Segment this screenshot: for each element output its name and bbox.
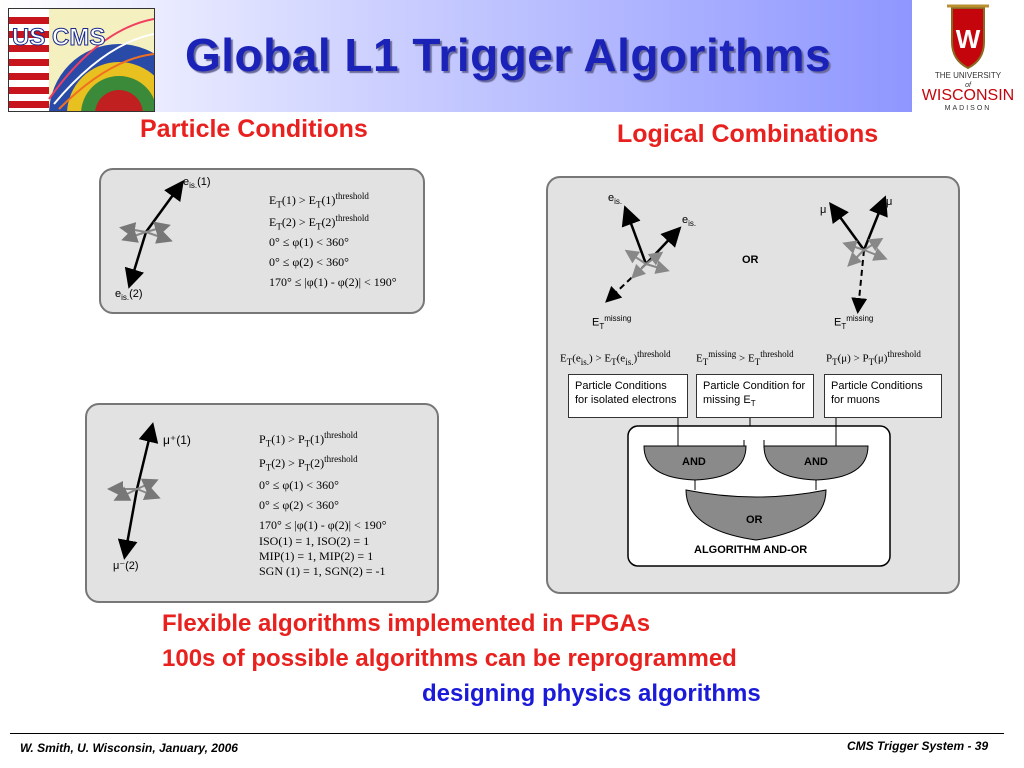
mu-eq3: 0° ≤ φ(1) < 360° — [259, 478, 339, 492]
electron-conditions-panel: eis.(1) eis.(2) ET(1) > ET(1)threshold E… — [99, 168, 425, 314]
topology-or-label: OR — [742, 254, 759, 266]
uw-logo-line2: of — [965, 82, 972, 89]
e-eq4: 0° ≤ φ(2) < 360° — [269, 255, 349, 269]
box-mu-line2: for muons — [831, 394, 880, 406]
box-electron-conditions: Particle Conditions for isolated electro… — [568, 374, 688, 418]
cond-mu-eq: PT(μ) > PT(μ)threshold — [826, 349, 921, 367]
box-e-line2: for isolated electrons — [575, 394, 677, 406]
mu-label-2: μ — [886, 196, 893, 208]
mu-label-1: μ — [820, 204, 827, 216]
mu-eq1: PT(1) > PT(1)threshold — [259, 430, 358, 449]
etmiss-label-left: ETmissing — [592, 314, 632, 331]
and-gate-1-label: AND — [682, 456, 706, 468]
cond-met-eq: ETmissing > ETthreshold — [696, 349, 794, 367]
box-muon-conditions: Particle Conditions for muons — [824, 374, 942, 418]
svg-text:W: W — [956, 24, 981, 54]
footer-author: W. Smith, U. Wisconsin, January, 2006 — [20, 741, 238, 755]
mu-eq6: ISO(1) = 1, ISO(2) = 1 — [259, 534, 370, 548]
e-is-label-2: eis. — [682, 214, 697, 229]
box-met-line1: Particle Condition for — [703, 380, 806, 392]
e-eq2: ET(2) > ET(2)threshold — [269, 213, 369, 232]
cond-e-eq: ET(eis.) > ET(eis.)threshold — [560, 349, 671, 367]
e-eq1: ET(1) > ET(1)threshold — [269, 191, 369, 210]
e-eq3: 0° ≤ φ(1) < 360° — [269, 235, 349, 249]
mu-eq2: PT(2) > PT(2)threshold — [259, 454, 358, 473]
logic-diagram — [605, 195, 891, 567]
uw-logo-line1: THE UNIVERSITY — [935, 71, 1002, 80]
muon-conditions-panel: μ⁺(1) μ⁻(2) PT(1) > PT(1)threshold PT(2)… — [85, 403, 439, 603]
electron-vector-diagram — [119, 179, 184, 289]
box-met-line2: missing ET — [703, 394, 756, 409]
cms-logo-text: US CMS — [12, 24, 105, 51]
box-mu-line1: Particle Conditions — [831, 380, 923, 392]
bullet-line-3: designing physics algorithms — [422, 680, 761, 707]
page-title: Global L1 Trigger Algorithms — [185, 29, 832, 81]
e1-label: eis.(1) — [183, 176, 211, 191]
mu-eq5: 170° ≤ |φ(1) - φ(2)| < 190° — [259, 518, 387, 532]
bullet-line-1: Flexible algorithms implemented in FPGAs — [162, 610, 651, 637]
us-cms-logo: US CMS — [8, 8, 155, 112]
uw-logo-line4: MADISON — [945, 105, 992, 112]
mu-plus-label: μ⁺(1) — [163, 433, 191, 447]
footer-divider — [10, 733, 1004, 734]
etmiss-label-right: ETmissing — [834, 314, 874, 331]
uw-logo-line3: WISCONSIN — [922, 87, 1014, 104]
algorithm-label: ALGORITHM AND-OR — [694, 544, 808, 556]
or-gate-label: OR — [746, 514, 763, 526]
e-eq5: 170° ≤ |φ(1) - φ(2)| < 190° — [269, 275, 397, 289]
box-e-line1: Particle Conditions — [575, 380, 667, 392]
muon-vector-diagram — [107, 422, 161, 560]
and-gate-2-label: AND — [804, 456, 828, 468]
footer-page: CMS Trigger System - 39 — [847, 739, 989, 753]
mu-eq8: SGN (1) = 1, SGN(2) = -1 — [259, 564, 386, 578]
box-met-condition: Particle Condition for missing ET — [696, 374, 814, 418]
mu-eq7: MIP(1) = 1, MIP(2) = 1 — [259, 549, 374, 563]
mu-minus-label: μ⁻(2) — [113, 560, 139, 572]
uw-madison-logo: W THE UNIVERSITY of WISCONSIN MADISON — [914, 2, 1022, 112]
bullet-line-2: 100s of possible algorithms can be repro… — [162, 645, 737, 672]
logical-combinations-heading: Logical Combinations — [617, 120, 879, 148]
e2-label: eis.(2) — [115, 288, 143, 303]
particle-conditions-heading: Particle Conditions — [140, 115, 368, 143]
mu-eq4: 0° ≤ φ(2) < 360° — [259, 498, 339, 512]
logical-combinations-panel: eis. eis. OR μ μ ETmissing ETmissing ET(… — [546, 176, 960, 594]
e-is-label-1: eis. — [608, 192, 623, 207]
